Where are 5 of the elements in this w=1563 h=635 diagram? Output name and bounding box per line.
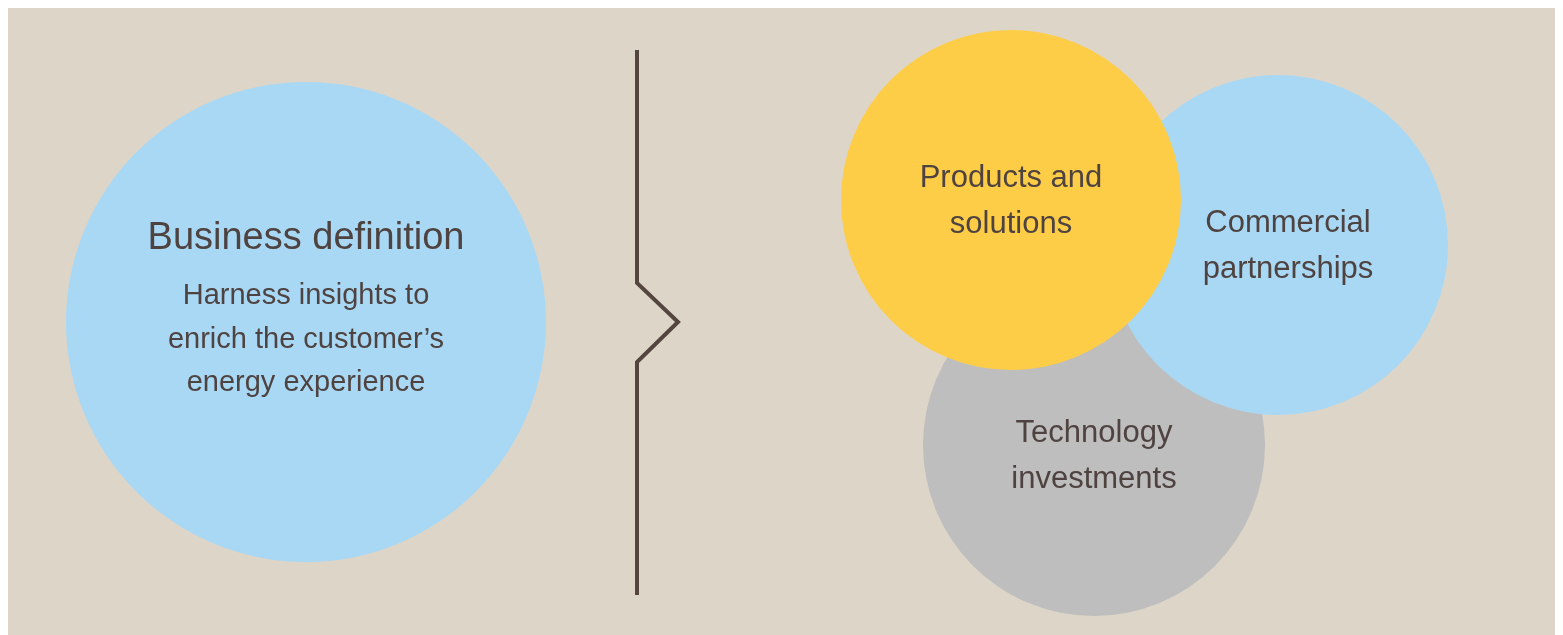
circle-description: Harness insights to enrich the customer’s energy experience	[166, 277, 446, 400]
circle-label: Commercial partnerships	[1188, 198, 1388, 292]
circle-label: Products and solutions	[911, 153, 1111, 247]
circle-label: Technology investments	[994, 408, 1194, 502]
circle-title: Business definition	[147, 214, 465, 260]
